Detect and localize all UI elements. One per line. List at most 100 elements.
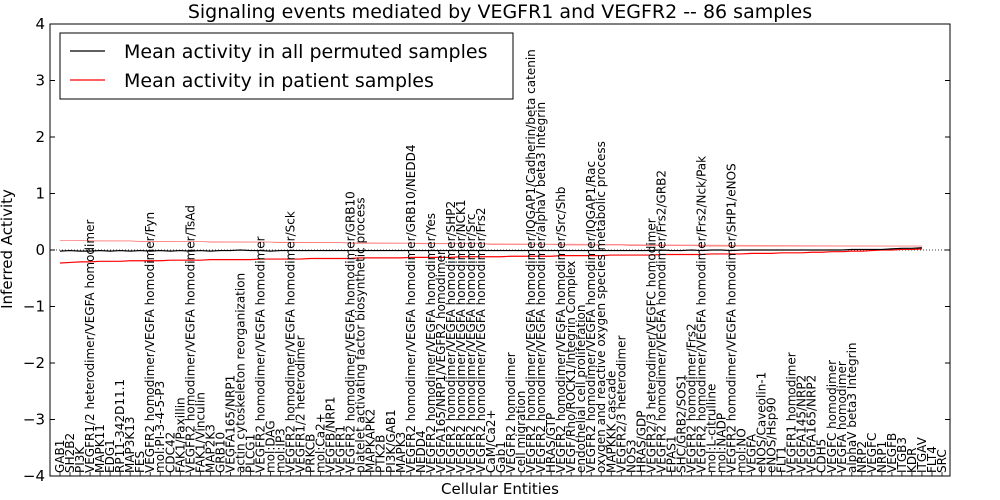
x-category-label: EPAS1 xyxy=(664,435,678,473)
x-category-label: eNOS/Caveolin-1 xyxy=(755,372,769,473)
x-category-label: mol:Ca2+ xyxy=(314,413,328,473)
x-category-label: FLT1 xyxy=(775,446,789,473)
x-category-label: VEGFA165/NRP1 xyxy=(223,375,237,473)
x-category-label: FAK1/Vinculin xyxy=(193,392,207,473)
x-category-label: PI3K xyxy=(73,446,87,473)
x-category-label: VEGFC xyxy=(865,433,879,473)
y-tick-label: −3 xyxy=(23,411,45,429)
x-category-label: EDG1 xyxy=(103,439,117,473)
x-category-label: mol:PI-3-4-5-P3 xyxy=(153,381,167,473)
x-category-label: VEGFR1 homodimer xyxy=(785,352,799,473)
x-category-label: FES xyxy=(133,451,147,473)
x-category-label: VEGFR2 homodimer/VEGFA homodimer/TsAd xyxy=(183,205,197,473)
x-category-label: SH2B2 xyxy=(63,433,77,473)
x-category-label: SRC xyxy=(935,449,949,473)
x-category-label: VEGFR2 homodimer/VEGFA homodimer/NCK1 xyxy=(454,199,468,473)
x-category-label: MAP2K3 xyxy=(203,424,217,473)
x-category-label: VEGFR2 homodimer/VEGFA homodimer/SHP1/eN… xyxy=(725,163,739,473)
series-line-permuted xyxy=(59,247,922,252)
x-category-label: MAPK3 xyxy=(394,432,408,473)
x-category-label: CDC42 xyxy=(163,432,177,473)
x-category-label: VEGFR2 homodimer/VEGFA homodimer/Src xyxy=(464,213,478,473)
x-category-label: KDR xyxy=(905,448,919,473)
x-category-label: VEGFR2 homodimer/VEGFA homodimer xyxy=(253,236,267,473)
x-category-label: SHC/GRB2/SOS1 xyxy=(674,374,688,473)
x-category-label: HRAS/GTP xyxy=(544,413,558,473)
x-category-label: FAK1/Paxillin xyxy=(173,397,187,473)
y-tick-label: 3 xyxy=(35,72,45,90)
chart-title: Signaling events mediated by VEGFR1 and … xyxy=(188,1,812,23)
x-category-label: mol:DAG xyxy=(263,420,277,473)
x-category-label: MAPK11 xyxy=(93,424,107,473)
x-category-label: VEGFR2 homodimer/VEGFA homodimer/Frs2/GR… xyxy=(654,170,668,473)
x-category-label: VEGFR2 homodimer/VEGFA homodimer/GRB10 xyxy=(344,191,358,473)
x-category-label: VEGFR2 homodimer xyxy=(504,352,518,473)
x-category-label: MAPKKK cascade xyxy=(604,371,618,473)
x-category-label: VEGF/Rho/ROCK1/Integrin Complex xyxy=(564,261,578,473)
x-category-label: VEGFA165/NRP1/VEGFR2 homodimer xyxy=(434,250,448,473)
x-category-label: Gab1 xyxy=(494,441,508,473)
x-category-label: VEGFR2 homodimer/VEGFA homodimer/IQGAP1/… xyxy=(584,161,598,473)
x-category-label: VEGFA homodimer xyxy=(835,361,849,473)
x-category-label: mol:NADP xyxy=(715,413,729,473)
x-category-label: ITGB3 xyxy=(895,437,909,473)
x-category-label: VEGFR2 homodimer/Frs2 xyxy=(684,323,698,473)
x-category-label: ITGAV xyxy=(915,436,929,473)
y-tick-label: −2 xyxy=(23,354,45,372)
x-category-label: VEGFB xyxy=(885,433,899,473)
x-category-label: MAP3K13 xyxy=(123,416,137,473)
y-tick-label: 4 xyxy=(35,15,45,33)
x-category-label: VEGFR1 xyxy=(334,425,348,473)
x-category-label: CDH5 xyxy=(815,439,829,473)
x-category-label: HRAS/GDP xyxy=(634,410,648,473)
y-axis-ticks: 4 3 2 1 0 −1 −2 −3 −4 xyxy=(23,15,950,485)
x-category-label: VEGFR2 homodimer/VEGFA homodimer/Frs2 xyxy=(474,208,488,474)
y-tick-label: 2 xyxy=(35,128,45,146)
x-category-label: mol:L-citrulline xyxy=(704,384,718,473)
x-category-label: VEGFR1/2 heterodimer xyxy=(294,335,308,473)
x-category-label: VEGFR2 homodimer/VEGFA homodimer/GRB10/N… xyxy=(404,144,418,473)
x-category-label: PLCG1 xyxy=(243,434,257,473)
x-category-label: VEGFB/NRP1 xyxy=(324,397,338,473)
x-category-label: MAPKAPK2 xyxy=(364,409,378,473)
x-category-label: VEGFC homodimer xyxy=(825,360,839,473)
x-category-label: VEGFA xyxy=(745,433,759,473)
y-tick-label: −1 xyxy=(23,298,45,316)
x-category-label: NRP1 xyxy=(875,441,889,473)
x-category-label: PRKCB xyxy=(304,434,318,473)
legend-label-permuted: Mean activity in all permuted samples xyxy=(124,41,487,63)
x-category-label: CaM/Ca2+ xyxy=(484,409,498,473)
y-tick-label: 0 xyxy=(35,241,45,259)
x-category-label: NRP2 xyxy=(855,441,869,473)
x-category-label: VEGFR2 homodimer/VEGFA homodimer/Fyn xyxy=(143,212,157,473)
x-category-label: mol:NO xyxy=(735,428,749,473)
x-category-label: NEDD4 xyxy=(414,430,428,473)
x-category-label: GRB10 xyxy=(213,432,227,473)
x-category-label: RP11-342D11.1 xyxy=(113,379,127,473)
x-category-label: oxygen and reactive oxygen species metab… xyxy=(594,141,608,473)
x-category-label: cell migration xyxy=(514,391,528,473)
x-category-label: GAB1 xyxy=(53,440,67,473)
plot-area xyxy=(50,240,950,264)
x-category-label: PI3K/GAB1 xyxy=(384,409,398,473)
x-category-label: VEGFR2 homodimer/VEGFA homodimer/Yes xyxy=(424,213,438,473)
x-category-label: VEGFA145/NRP2 xyxy=(795,375,809,473)
x-category-label: VEGFR2 homodimer/VEGFA homodimer/Sck xyxy=(284,211,298,473)
x-category-label: alphaV beta3 Integrin xyxy=(845,342,859,473)
y-tick-label: 1 xyxy=(35,185,45,203)
x-category-label: VEGFR2 homodimer/VEGFA homodimer/IQGAP1/… xyxy=(524,49,538,473)
x-category-label: VEGFA165/NRP2 xyxy=(805,375,819,473)
x-category-label: endothelial cell proliferation xyxy=(574,305,588,473)
legend-label-patient: Mean activity in patient samples xyxy=(124,70,434,92)
x-category-label: PTK2B xyxy=(374,435,388,473)
y-axis-label: Inferred Activity xyxy=(0,189,16,309)
x-axis-label: Cellular Entities xyxy=(441,480,559,498)
series-line-patient xyxy=(59,248,922,264)
x-category-label: platelet activating factor biosynthetic … xyxy=(354,197,368,473)
x-category-label: eNOS/Hsp90 xyxy=(765,397,779,473)
y-tick-label: −4 xyxy=(23,467,45,485)
x-category-label: VEGFR2/3 heterodimer xyxy=(614,335,628,473)
x-category-label: actin cytoskeleton reorganization xyxy=(233,273,247,473)
